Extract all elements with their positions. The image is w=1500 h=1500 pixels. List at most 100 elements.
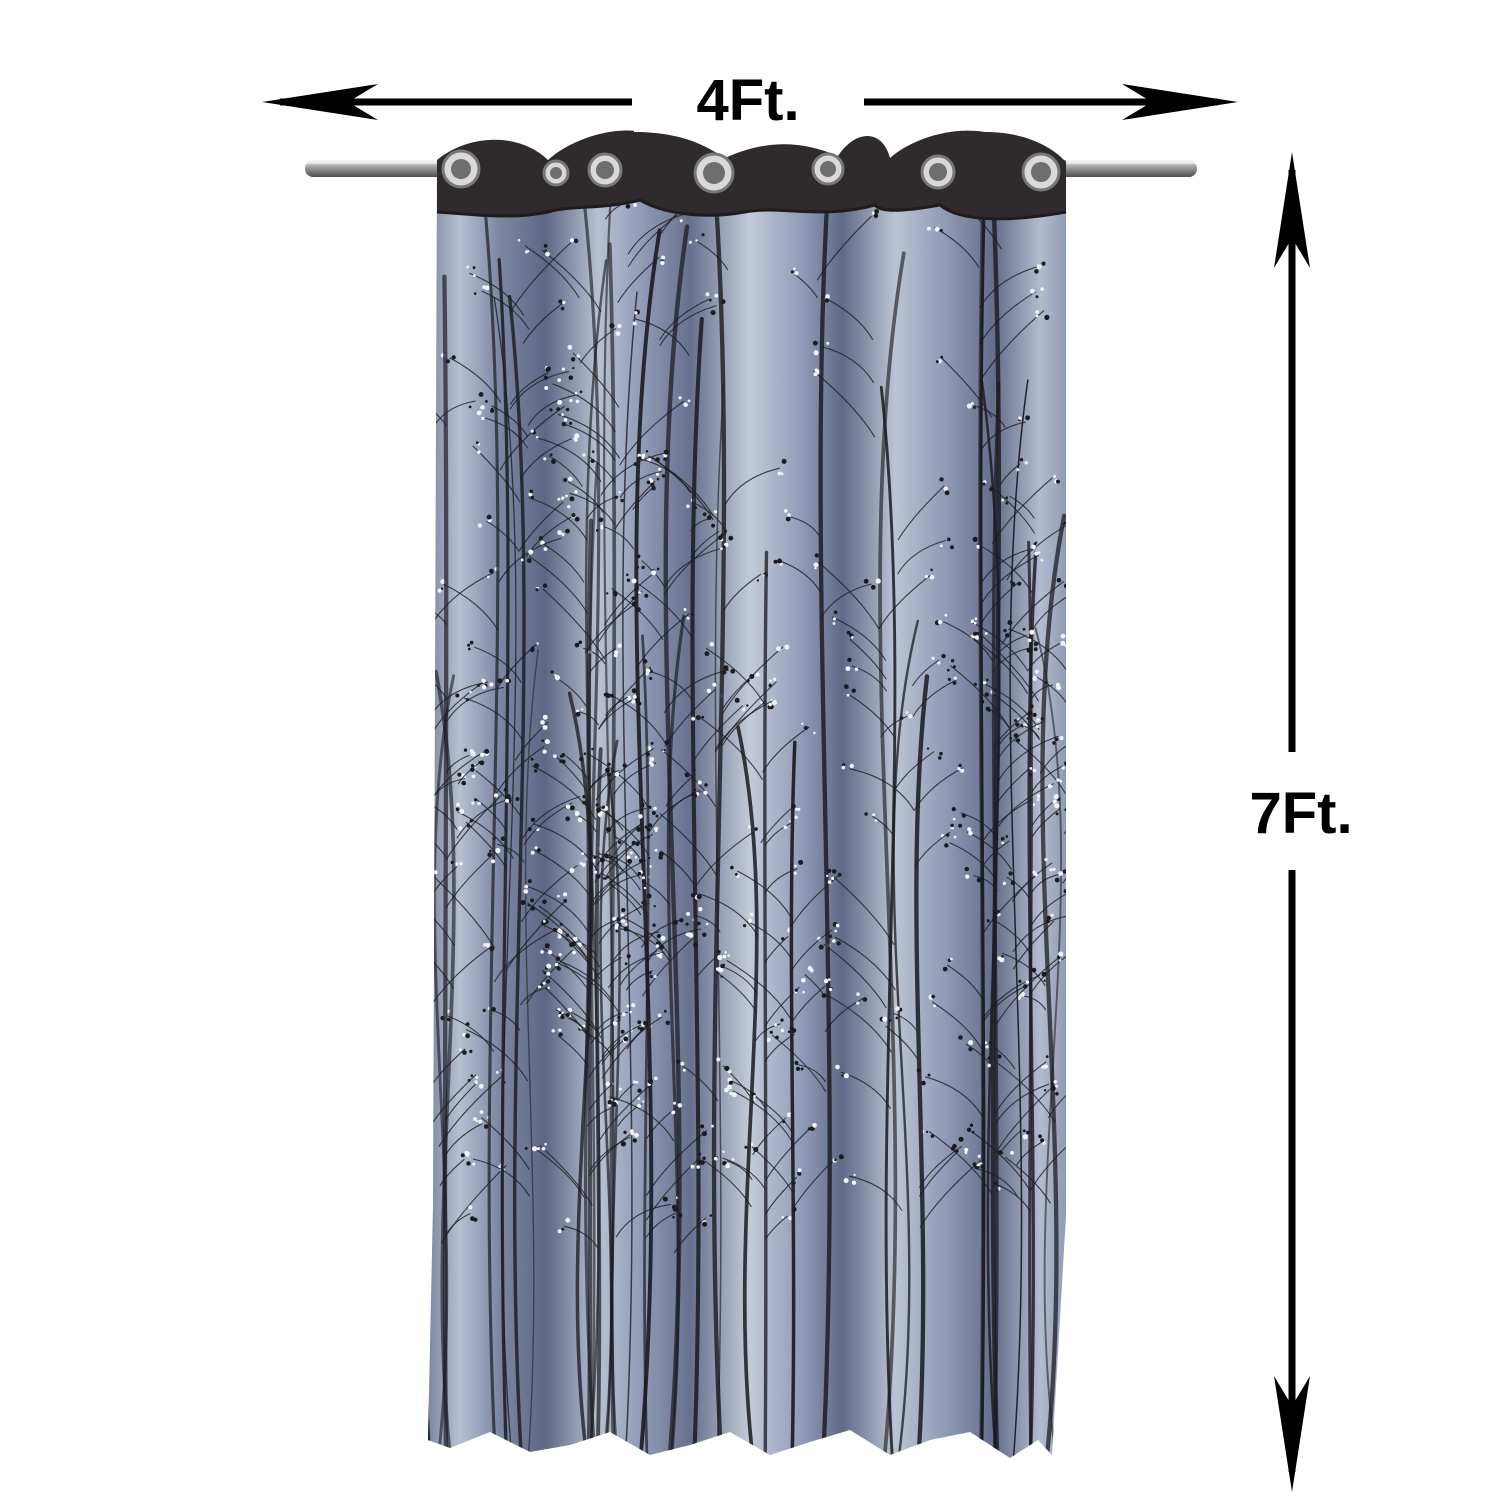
- bud: [614, 923, 619, 928]
- bud: [403, 1103, 407, 1107]
- bud: [940, 355, 944, 359]
- bud: [468, 405, 472, 409]
- bud: [636, 566, 640, 569]
- bud: [570, 357, 576, 362]
- branch-twig: [447, 1213, 471, 1233]
- bud: [773, 559, 778, 564]
- bud: [949, 545, 955, 550]
- bud: [801, 722, 804, 725]
- bud: [851, 1180, 857, 1185]
- bud: [536, 1147, 540, 1151]
- bud: [1036, 718, 1040, 722]
- bud: [656, 933, 662, 939]
- bud: [720, 975, 723, 978]
- branch-twig: [994, 1129, 1022, 1160]
- bud: [466, 1161, 471, 1166]
- branch-twig: [598, 590, 643, 643]
- branch-twig: [723, 573, 762, 611]
- bud: [1045, 919, 1050, 924]
- bud: [569, 868, 575, 873]
- bud: [841, 763, 846, 767]
- bud: [437, 588, 442, 593]
- bud: [1040, 717, 1045, 721]
- branch-twig: [659, 298, 710, 341]
- bud: [663, 1009, 667, 1013]
- branch-twig: [851, 665, 888, 692]
- bud: [793, 871, 797, 875]
- branch-twig: [893, 1012, 918, 1032]
- branch-stem: [879, 385, 897, 1458]
- bud: [561, 413, 564, 416]
- bud: [549, 408, 553, 412]
- bud: [540, 720, 545, 725]
- bud: [582, 453, 586, 457]
- bud: [924, 575, 929, 579]
- branch-stem: [576, 160, 601, 1458]
- bud: [1068, 593, 1070, 595]
- bud: [568, 476, 573, 482]
- bud: [517, 239, 521, 242]
- bud: [794, 864, 797, 868]
- bud: [813, 372, 818, 377]
- bud: [984, 632, 988, 635]
- branch-twig: [1030, 873, 1061, 894]
- bud: [620, 1141, 627, 1147]
- bud: [673, 1101, 677, 1105]
- bud: [458, 826, 463, 831]
- bud: [594, 870, 598, 874]
- bud: [1038, 1134, 1042, 1139]
- branch-twig: [821, 345, 875, 384]
- bud: [565, 407, 570, 412]
- grommet: [1021, 152, 1061, 192]
- bud: [554, 674, 557, 677]
- bud: [724, 951, 727, 954]
- bud: [1015, 722, 1020, 727]
- bud: [1015, 738, 1021, 743]
- bud: [672, 1207, 678, 1212]
- branch-twig: [969, 620, 1028, 671]
- bud: [756, 579, 760, 582]
- bud: [490, 859, 496, 864]
- bud: [547, 950, 553, 955]
- bud: [500, 836, 506, 841]
- bud: [1018, 979, 1022, 984]
- bud: [744, 1145, 748, 1149]
- bud: [574, 490, 578, 494]
- bud: [1110, 625, 1115, 630]
- branch-twig: [762, 726, 810, 773]
- branch-twig: [608, 951, 664, 989]
- bud: [696, 894, 702, 900]
- bud: [356, 935, 361, 940]
- branch-twig: [572, 352, 620, 408]
- bud: [921, 1080, 926, 1086]
- branch-twig: [457, 763, 479, 785]
- bud: [470, 767, 475, 772]
- bud: [1034, 873, 1038, 877]
- bud: [1033, 647, 1038, 652]
- bud: [997, 956, 1002, 961]
- bud: [561, 1227, 565, 1231]
- bud: [791, 804, 796, 809]
- bud: [565, 816, 571, 822]
- bud: [385, 862, 389, 866]
- branch-twig: [820, 583, 872, 619]
- branch-stem: [818, 160, 837, 1458]
- bud: [794, 271, 799, 276]
- bud: [976, 544, 981, 549]
- branch-stem: [622, 291, 638, 1458]
- branch-stem: [1040, 513, 1066, 1458]
- branch-twig: [764, 1125, 814, 1182]
- bud: [976, 631, 980, 635]
- bud: [637, 701, 642, 706]
- bud: [1072, 521, 1075, 524]
- branch-twig: [981, 634, 1040, 702]
- branch-twig: [980, 547, 1036, 585]
- bud: [785, 516, 791, 522]
- bud: [467, 647, 471, 651]
- bud: [562, 754, 565, 758]
- bud: [489, 568, 494, 574]
- branch-twig: [588, 769, 620, 791]
- bud: [851, 636, 854, 639]
- branch-twig: [556, 677, 587, 707]
- bud: [854, 667, 859, 671]
